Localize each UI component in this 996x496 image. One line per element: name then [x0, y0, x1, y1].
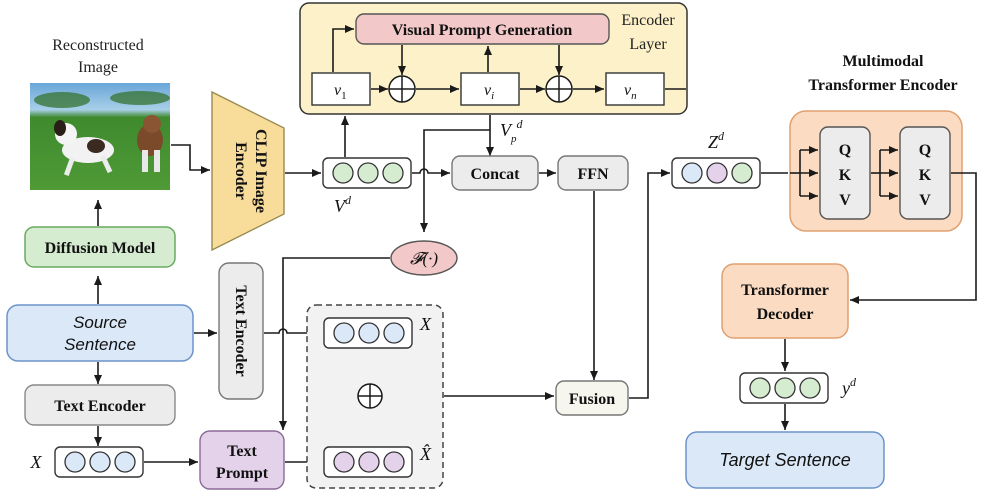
text-encoder-left-box — [24, 384, 176, 426]
source-sentence-line1: Source — [73, 313, 127, 332]
f-function-label: 𝓕(·) — [410, 249, 438, 268]
qkv1-k: K — [839, 167, 852, 184]
text-prompt-box — [199, 430, 285, 490]
vi-label: vi — [484, 82, 494, 102]
zd-label: Zd — [708, 129, 725, 152]
x-label-left: X — [30, 452, 43, 472]
x-embedding-left — [54, 446, 144, 478]
encoder-layer-title-line2: Layer — [629, 36, 667, 53]
arrow-vd-to-concat — [412, 168, 450, 177]
qkv2-q: Q — [919, 142, 931, 159]
arrow-encoder-to-decoder — [850, 172, 977, 304]
diffusion-model-box — [24, 226, 176, 268]
clip-encoder-line2: Encoder — [232, 142, 249, 200]
decoder-line1: Transformer — [741, 282, 829, 299]
yd-label: yd — [840, 375, 857, 398]
qkv-block-2 — [899, 126, 951, 220]
text-prompt-line1: Text — [227, 443, 257, 460]
ffn-box — [557, 155, 629, 191]
source-sentence-box — [6, 304, 194, 362]
vd-label: Vd — [334, 193, 352, 216]
f-function-node — [390, 240, 458, 276]
mm-encoder-title-line1: Multimodal — [843, 53, 924, 70]
arrow-fusion-to-zd — [629, 169, 670, 399]
concat-box — [451, 155, 539, 191]
visual-prompt-generation-label: Visual Prompt Generation — [392, 22, 573, 39]
zd-embedding — [671, 157, 761, 189]
target-sentence-box — [685, 431, 885, 489]
xhat-label: X̂ — [419, 444, 432, 464]
diffusion-model-label: Diffusion Model — [45, 240, 156, 257]
ffn-label: FFN — [577, 166, 609, 183]
arrow-v1-to-vpg — [332, 25, 354, 72]
arrow-encoder-to-f — [420, 129, 490, 232]
clip-image-encoder-shape — [211, 90, 285, 252]
arrow-f-to-text-prompt — [279, 257, 390, 430]
qkv2-v: V — [919, 192, 931, 209]
vd-embedding — [322, 157, 412, 189]
visual-prompt-generation-box — [355, 13, 610, 45]
concat-label: Concat — [471, 166, 521, 183]
text-encoder-left-label: Text Encoder — [54, 398, 145, 415]
mm-encoder-title-line2: Transformer Encoder — [808, 77, 957, 94]
v1-label: v1 — [334, 82, 347, 102]
oplus-center-icon — [357, 383, 383, 409]
v1-box — [311, 72, 371, 106]
vn-box — [605, 72, 665, 106]
reconstructed-image — [30, 83, 170, 190]
fusion-box — [555, 380, 629, 416]
x-embedding-middle — [323, 317, 413, 349]
yd-embedding — [739, 372, 829, 404]
transformer-decoder-box — [721, 263, 849, 339]
target-sentence-label: Target Sentence — [719, 450, 850, 470]
decoder-line2: Decoder — [757, 306, 814, 323]
vn-label: vn — [624, 82, 637, 102]
clip-encoder-line1: CLIP Image — [252, 129, 269, 213]
image-caption-line1: Reconstructed — [52, 37, 144, 54]
text-encoder-vertical-label: Text Encoder — [232, 285, 249, 376]
xhat-embedding — [323, 446, 413, 478]
qkv-block-1 — [819, 126, 871, 220]
vi-box — [460, 72, 520, 106]
x-label-middle: X — [419, 314, 432, 334]
fusion-label: Fusion — [569, 391, 615, 408]
qkv1-v: V — [839, 192, 851, 209]
encoder-input-branches — [790, 146, 818, 200]
arrow-image-to-clip — [171, 144, 210, 174]
source-sentence-line2: Sentence — [64, 335, 136, 354]
image-caption-line2: Image — [78, 59, 118, 76]
qkv2-k: K — [919, 167, 932, 184]
text-prompt-line2: Prompt — [216, 465, 269, 482]
encoder-layer-title-line1: Encoder — [621, 12, 675, 29]
qkv1-q: Q — [839, 142, 851, 159]
arrow-text-encoder-to-x-embedding — [264, 328, 322, 337]
vp-label: Vpd — [500, 117, 524, 145]
text-encoder-vertical-box — [218, 262, 264, 400]
encoder-mid-branches — [871, 146, 898, 200]
